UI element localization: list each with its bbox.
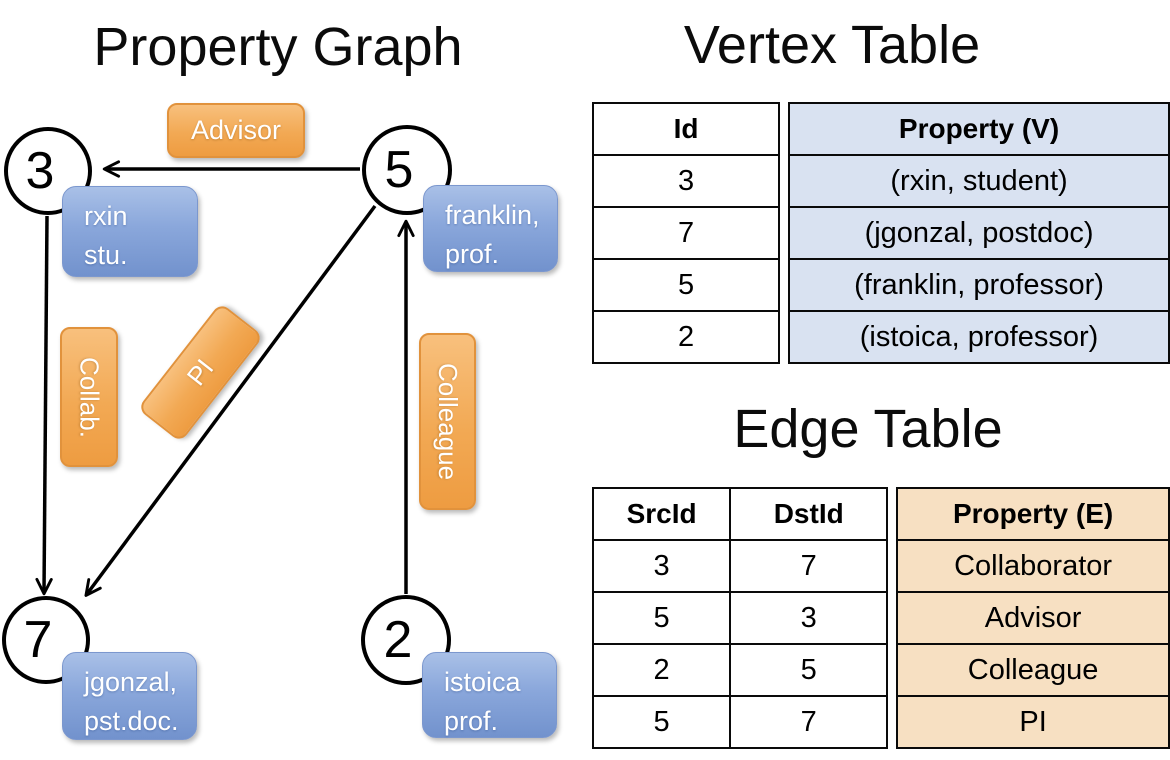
edge-srcid-cell: 2 (591, 643, 732, 697)
table-row: 3 (591, 154, 781, 208)
edge-property-cell: PI (896, 695, 1170, 749)
table-row: Colleague (896, 643, 1170, 697)
edge-property-cell: Colleague (896, 643, 1170, 697)
edge-label-advisor: Advisor (167, 103, 305, 158)
vertex-id-cell: 5 (591, 258, 781, 312)
table-row: (franklin, professor) (788, 258, 1170, 312)
edge-srcid-cell: 5 (591, 591, 732, 645)
vertex-property-line: prof. (445, 239, 500, 270)
vertex-id-cell: 2 (591, 310, 781, 364)
table-row: Collaborator (896, 539, 1170, 593)
edge-id-columns: SrcId DstId 3 7 5 3 2 5 5 7 (591, 487, 889, 749)
table-row: 2 5 (591, 643, 889, 697)
edge-collab-arrow (35, 215, 53, 596)
vertex-property-header: Property (V) (788, 102, 1170, 156)
property-graph-title: Property Graph (93, 17, 463, 77)
table-row: PI (896, 695, 1170, 749)
edge-property-column: Property (E) Collaborator Advisor Collea… (896, 487, 1170, 749)
vertex-property-line: rxin (84, 201, 128, 231)
graph-node-2: 2 (361, 595, 451, 685)
vertex-property-column: Property (V) (rxin, student) (jgonzal, p… (788, 102, 1170, 364)
vertex-property-cell: (rxin, student) (788, 154, 1170, 208)
edge-pi-arrow (84, 204, 377, 597)
edge-dstid-cell: 7 (729, 695, 889, 749)
vertex-property-line: franklin, (445, 200, 540, 230)
table-row: (jgonzal, postdoc) (788, 206, 1170, 260)
edge-dstid-cell: 7 (729, 539, 889, 593)
vertex-property-line: istoica (444, 667, 521, 697)
vertex-property-cell: (jgonzal, postdoc) (788, 206, 1170, 260)
vertex-property-line: pst.doc. (84, 706, 179, 737)
table-row: 5 (591, 258, 781, 312)
table-row: (rxin, student) (788, 154, 1170, 208)
table-row: 7 (591, 206, 781, 260)
table-row: 5 3 (591, 591, 889, 645)
table-row: (istoica, professor) (788, 310, 1170, 364)
edge-table: SrcId DstId 3 7 5 3 2 5 5 7 Property (E)… (591, 487, 1170, 749)
node-id: 3 (25, 142, 55, 200)
edge-dstid-cell: 3 (729, 591, 889, 645)
vertex-id-column: Id 3 7 5 2 (591, 102, 781, 364)
vertex-property-line: stu. (84, 240, 128, 271)
edge-table-title: Edge Table (733, 399, 1003, 459)
table-row: 2 (591, 310, 781, 364)
node-id: 5 (384, 141, 414, 199)
table-row: 5 7 (591, 695, 889, 749)
node-id: 2 (383, 611, 413, 669)
vertex-id-cell: 3 (591, 154, 781, 208)
vertex-property-cell: (istoica, professor) (788, 310, 1170, 364)
vertex-property-label-7: jgonzal, pst.doc. (62, 652, 197, 740)
vertex-property-label-2: istoica prof. (422, 652, 557, 738)
edge-dstid-cell: 5 (729, 643, 889, 697)
vertex-table-title: Vertex Table (683, 15, 981, 75)
edge-property-cell: Collaborator (896, 539, 1170, 593)
graph-node-5: 5 (362, 125, 452, 215)
vertex-property-line: prof. (444, 706, 499, 737)
edge-label-colleague: Colleague (419, 333, 476, 510)
vertex-property-label-5: franklin, prof. (423, 185, 558, 272)
node-id: 7 (23, 611, 53, 669)
table-row: Advisor (896, 591, 1170, 645)
edge-property-header: Property (E) (896, 487, 1170, 541)
edge-srcid-cell: 3 (591, 539, 732, 593)
edge-srcid-header: SrcId (591, 487, 732, 541)
table-row: 3 7 (591, 539, 889, 593)
vertex-id-header: Id (591, 102, 781, 156)
vertex-id-cell: 7 (591, 206, 781, 260)
vertex-property-line: jgonzal, (84, 667, 178, 697)
vertex-table: Id 3 7 5 2 Property (V) (rxin, student) … (591, 102, 1170, 364)
vertex-property-label-3: rxin stu. (62, 186, 198, 277)
vertex-property-cell: (franklin, professor) (788, 258, 1170, 312)
edge-label-collab: Collab. (60, 327, 118, 467)
edge-property-cell: Advisor (896, 591, 1170, 645)
edge-dstid-header: DstId (729, 487, 889, 541)
edge-srcid-cell: 5 (591, 695, 732, 749)
